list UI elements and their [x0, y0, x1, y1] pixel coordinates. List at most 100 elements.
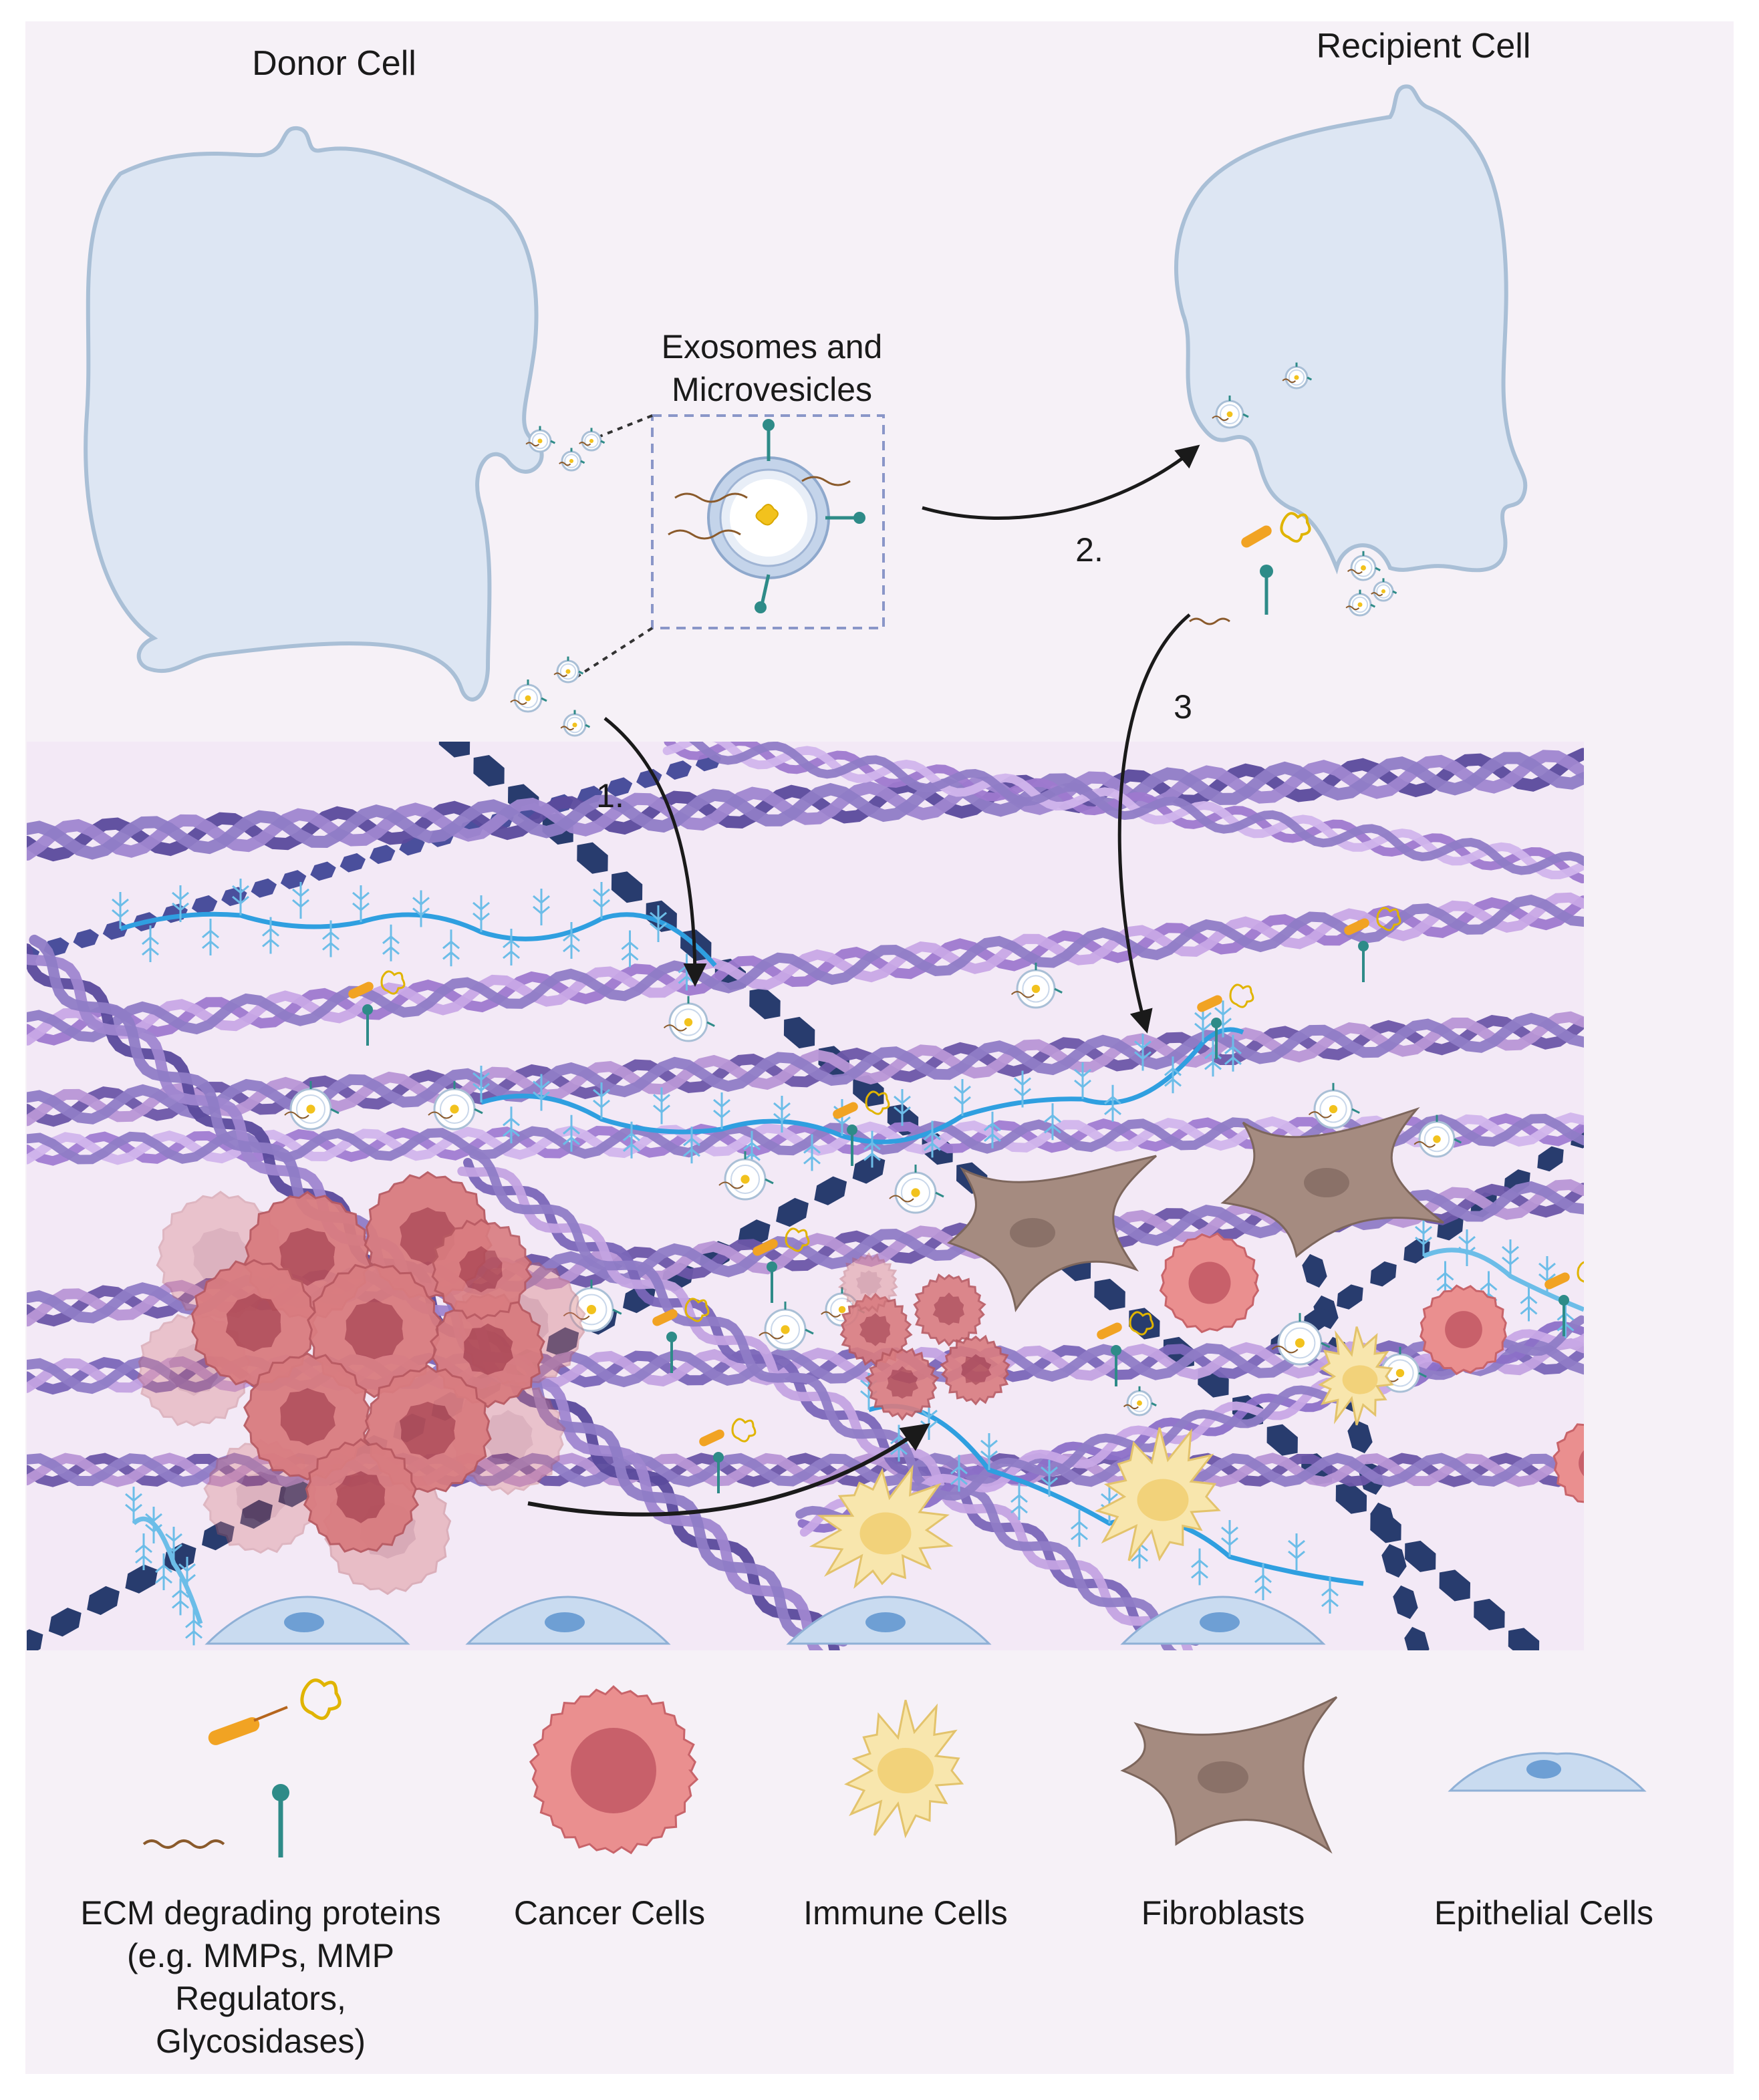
small-ev: [1371, 578, 1397, 602]
single-cancer-cells: [1159, 1232, 1584, 1503]
hexagon: [666, 760, 692, 780]
hexagon: [1474, 1598, 1505, 1631]
small-ev: [1010, 962, 1063, 1009]
glycan-branch: [155, 1553, 172, 1590]
step1-label: 1.: [596, 777, 624, 814]
glycan-branch: [442, 929, 460, 967]
cancer-cell: [837, 1252, 898, 1313]
glycan-branch: [262, 917, 279, 954]
legend-line: ECM degrading proteins: [80, 1894, 440, 1932]
glycan-branch: [503, 929, 520, 965]
hexagon: [749, 988, 781, 1020]
glycan-branch: [803, 1134, 821, 1171]
step2-label: 2.: [1075, 531, 1103, 569]
hexagon: [1337, 1284, 1363, 1310]
glycan-branch: [773, 1096, 791, 1133]
hexagon: [438, 742, 470, 758]
hexagon: [546, 1327, 579, 1356]
small-ev: [759, 1302, 814, 1351]
collagen-strand: [468, 1149, 1178, 1650]
hexagon: [87, 1586, 120, 1616]
cancer-cell: [1159, 1232, 1260, 1334]
small-ev: [1282, 362, 1313, 390]
glycan-branch: [1044, 1103, 1061, 1141]
hexagon: [776, 1197, 809, 1227]
cancer-cell: [865, 1348, 940, 1421]
small-ev: [1123, 1386, 1157, 1416]
small-ev: [1271, 1313, 1331, 1366]
immune-cell: [1318, 1326, 1394, 1426]
glycan-branch: [924, 1120, 941, 1158]
hexagon: [577, 842, 608, 874]
ecm-evs: [284, 907, 1584, 1493]
epithelial-cell: [465, 1596, 671, 1645]
ecm-protein-group: [1197, 984, 1254, 1059]
glycan-branch: [563, 1114, 580, 1152]
glycan-branch: [142, 925, 159, 962]
glycan-branch: [713, 1092, 730, 1129]
hexagon: [1381, 1543, 1407, 1578]
collagen-strand: [27, 1453, 1584, 1487]
small-tumor-cluster: [837, 1252, 1010, 1421]
cancer-cell: [913, 1273, 986, 1347]
hexagon: [102, 920, 129, 940]
arrow-step1: [603, 717, 707, 987]
glycan-branch: [593, 882, 610, 919]
legend-epithelial-icon: [1448, 1752, 1647, 1792]
glycan-branch: [1538, 1256, 1556, 1293]
hexagon: [606, 777, 633, 797]
glycan-branch: [1224, 1034, 1242, 1072]
cancer-cell: [190, 1259, 319, 1388]
hexagon: [1370, 1261, 1397, 1287]
small-ev: [563, 1280, 622, 1332]
hexagon: [369, 845, 396, 865]
glycan-branch: [1071, 1510, 1088, 1547]
glycan-branch: [1041, 1460, 1058, 1497]
glycan-branch: [533, 889, 550, 925]
glycan-branch: [833, 1099, 851, 1136]
hexagon: [191, 895, 218, 915]
glycan-branch: [950, 1455, 968, 1492]
glycan-branch: [593, 1082, 610, 1119]
hexagon: [1405, 1540, 1436, 1572]
legend-label-fibro: Fibroblasts: [1141, 1894, 1305, 1932]
ev-label-line1: Exosomes and: [662, 328, 883, 365]
ecm-protein-group: [348, 970, 406, 1046]
glycan-branch: [954, 1079, 971, 1116]
hexagon: [73, 929, 99, 949]
ecm-protein-group: [833, 1090, 890, 1166]
donor-cell: [84, 126, 544, 702]
small-ev: [284, 1081, 340, 1131]
glycan-branch: [1557, 1301, 1575, 1338]
glycan-branch: [1164, 1056, 1182, 1094]
recipient-cell-label: Recipient Cell: [1317, 27, 1531, 65]
glycan-branch: [1502, 1239, 1519, 1276]
recipient-cell: [1174, 84, 1528, 575]
glycan-branch: [1458, 1229, 1476, 1266]
cancer-cell: [1419, 1284, 1507, 1376]
glycan-branch: [683, 1127, 700, 1164]
glycan-branch: [185, 1608, 202, 1646]
glycan-branch: [1221, 1520, 1238, 1557]
glycan-branch: [1288, 1533, 1305, 1570]
collagen-strand: [27, 892, 1584, 1046]
small-ev: [718, 1151, 774, 1201]
ecm-protein-group: [753, 1227, 810, 1303]
glycan-branch: [1134, 1034, 1152, 1071]
glycan-backbone: [480, 1027, 1244, 1145]
hexagon: [1439, 1569, 1471, 1602]
glycan-branch: [1191, 1548, 1208, 1586]
hexagon: [240, 1499, 273, 1529]
hexagon: [1370, 1502, 1395, 1537]
arrow-step2: [922, 444, 1200, 520]
hexagon: [1347, 1419, 1373, 1454]
cancer-cell: [1552, 1423, 1584, 1503]
small-ev: [560, 710, 591, 737]
epithelial-cell: [205, 1596, 410, 1645]
step3-label: 3: [1174, 688, 1192, 726]
ecm-protein-group: [1344, 907, 1401, 982]
arrow-step3: [1117, 613, 1191, 1034]
glycan-branch: [984, 1111, 1001, 1149]
glycan-branch: [232, 879, 249, 915]
